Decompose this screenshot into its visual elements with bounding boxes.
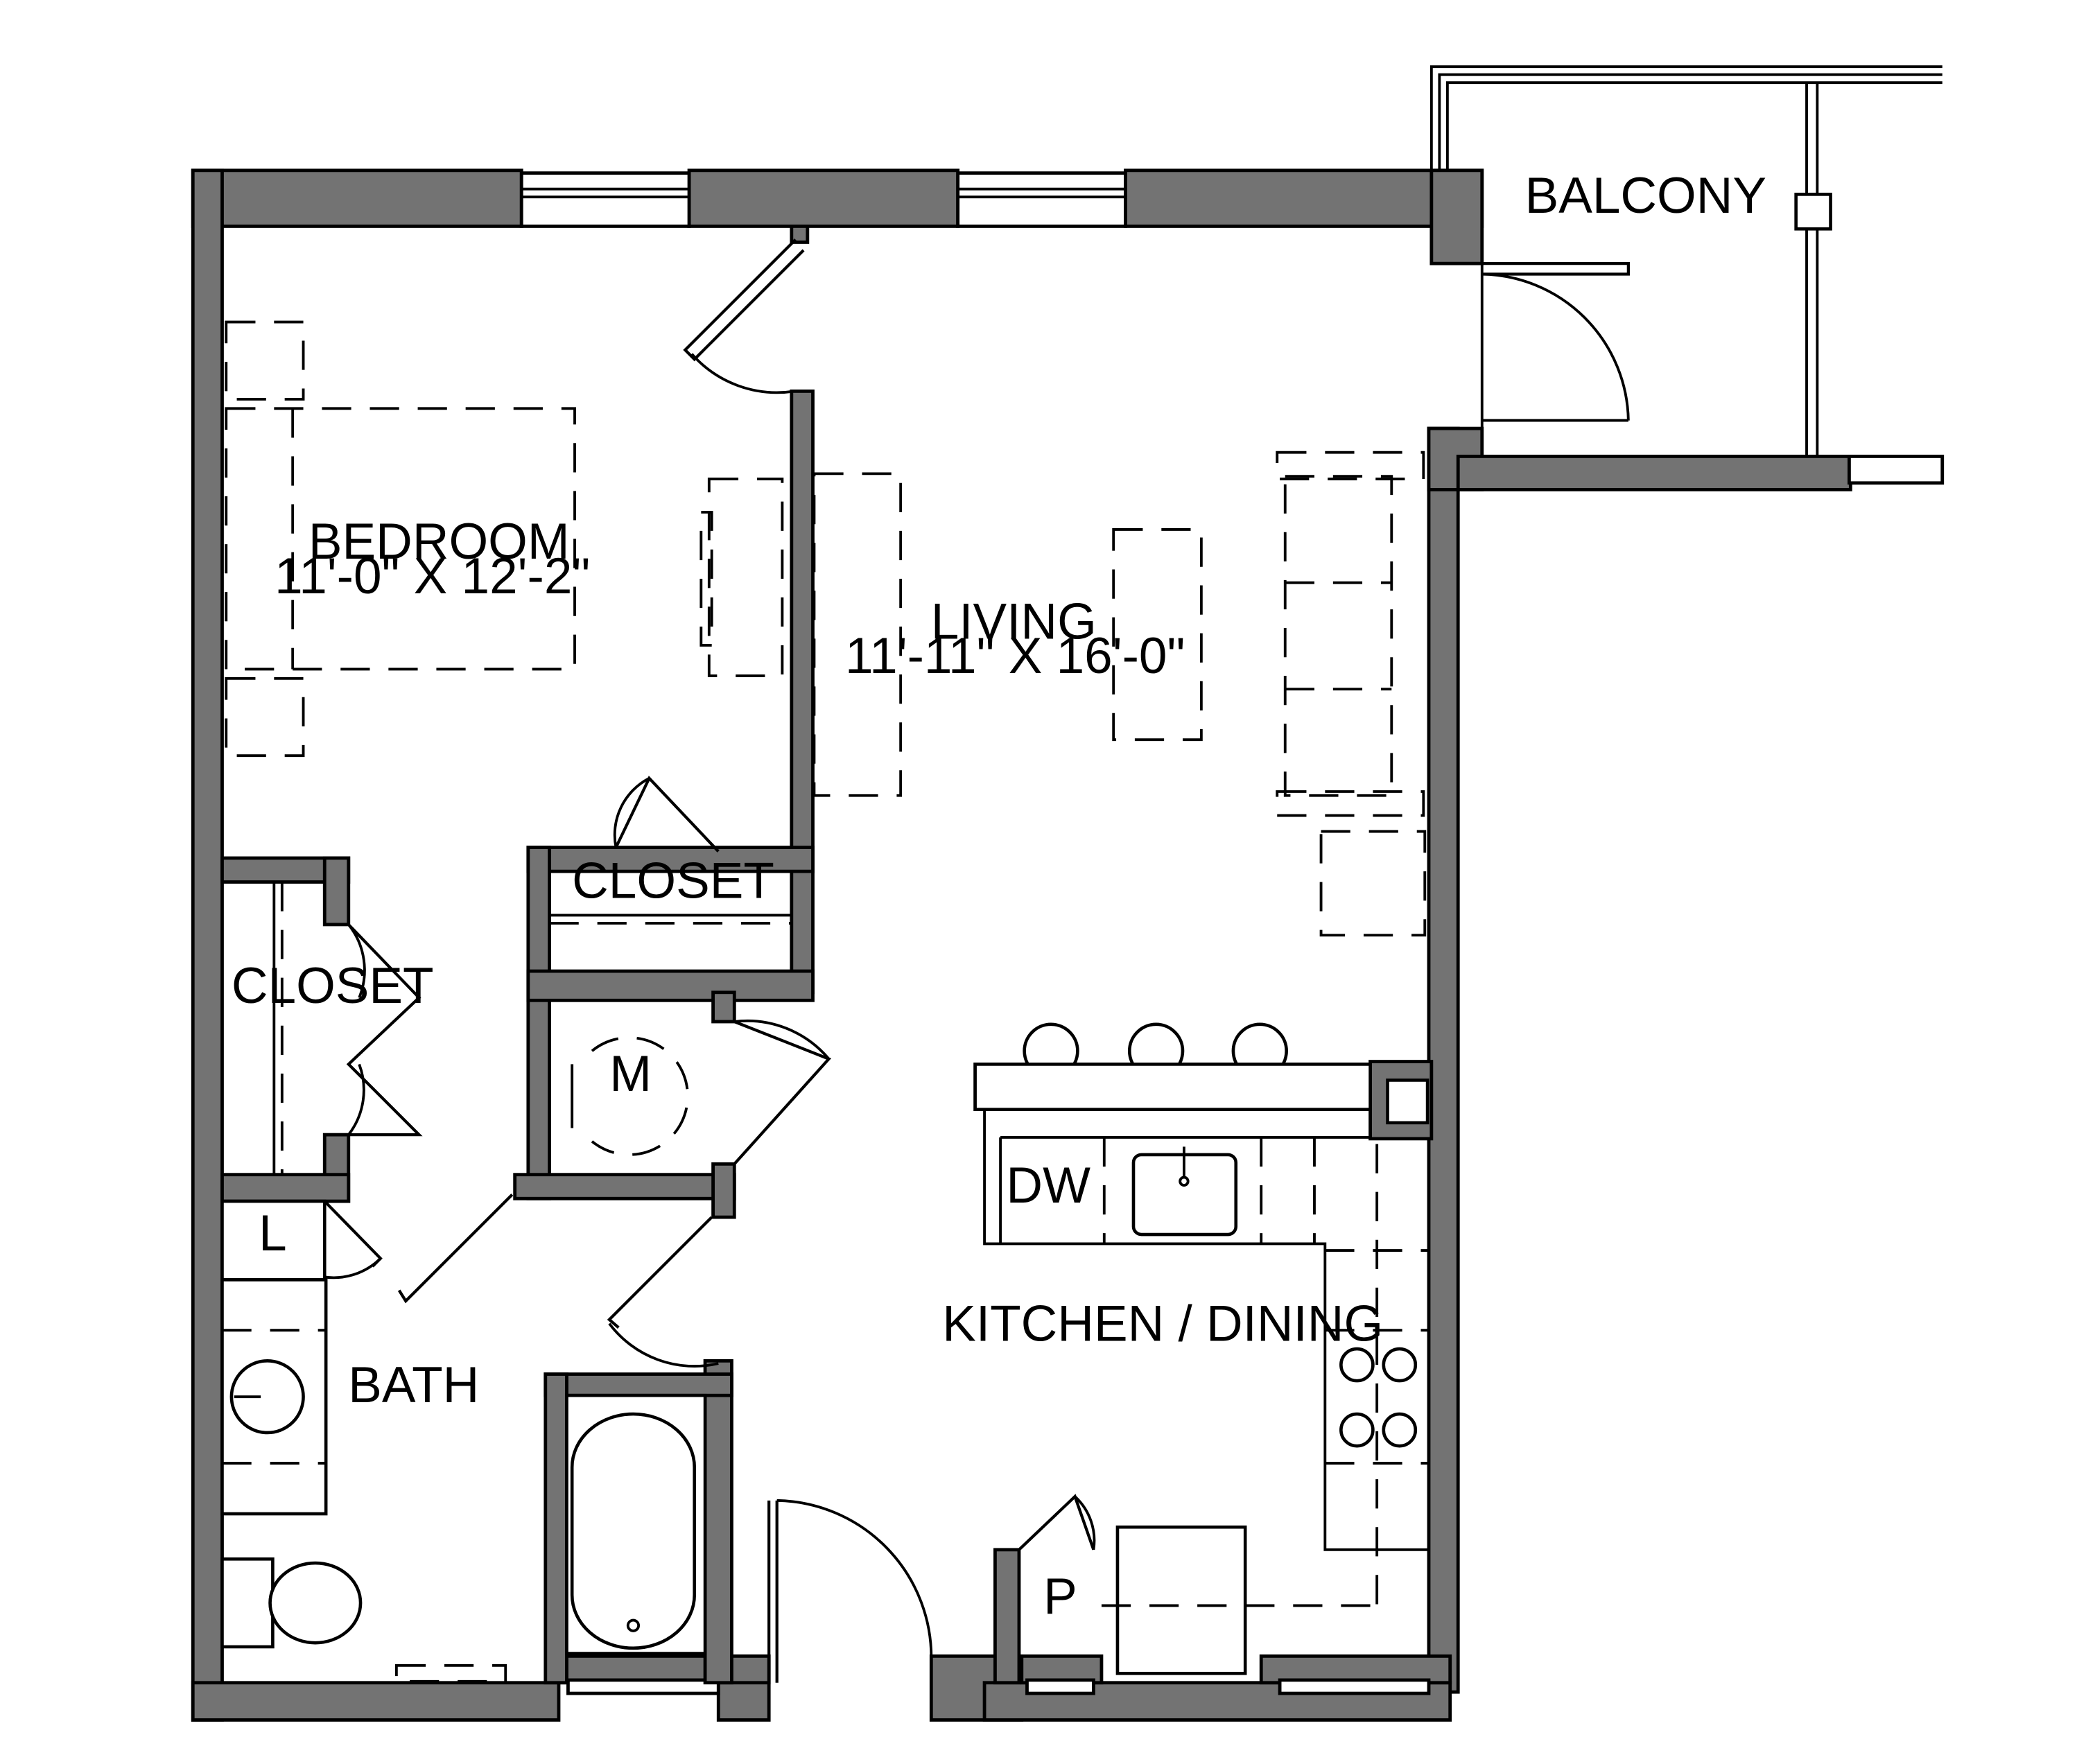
burner-4 <box>1382 1412 1418 1448</box>
linen-shelf <box>220 1199 327 1282</box>
wall-right-lower <box>1427 426 1460 1694</box>
wall-bath-tub-top <box>544 1372 733 1397</box>
refrigerator <box>1115 1525 1247 1675</box>
wall-bath-tub-left <box>544 1372 568 1685</box>
bath-name: BATH <box>348 1357 479 1413</box>
kitchen <box>973 1022 1430 1551</box>
toilet-tank <box>220 1557 275 1649</box>
bath-vent <box>394 1663 507 1683</box>
bedroom-dims: 11'-0" X 12'-2" <box>275 548 590 604</box>
wall-left <box>191 168 224 1722</box>
dresser <box>707 478 784 677</box>
nightstand-bottom <box>225 676 305 758</box>
wall-m-right-top <box>711 990 736 1024</box>
window-bath <box>566 1678 720 1695</box>
mechanical-name: M <box>609 1046 652 1102</box>
living-dims: 11'-11" X 16'-0" <box>845 628 1185 684</box>
wall-closet-left <box>526 846 551 1200</box>
wall-pantry-left <box>993 1548 1021 1685</box>
bed <box>225 407 576 671</box>
wall-top-left <box>191 168 523 228</box>
window-kitchen-a <box>1025 1678 1095 1695</box>
windows <box>519 171 1945 1695</box>
balcony-post <box>1794 193 1832 231</box>
linen-name: L <box>259 1205 287 1261</box>
exterior-walls <box>191 168 1852 1722</box>
wall-m-bottom <box>513 1173 736 1200</box>
wall-top-right <box>1124 168 1484 228</box>
toilet-bowl <box>268 1561 363 1645</box>
bedroom-closet-name: CLOSET <box>572 853 774 909</box>
wall-bed-living-stub <box>790 225 810 244</box>
wall-left-closet-stub-top <box>322 856 351 927</box>
burner-1 <box>1339 1347 1375 1383</box>
wall-bottom-left <box>191 1681 561 1722</box>
living-name: LIVING <box>931 593 1097 649</box>
balcony-rail-window <box>1848 455 1945 485</box>
wall-top-mid <box>687 168 960 228</box>
balcony-name: BALCONY <box>1525 168 1766 224</box>
coffee-table <box>1112 528 1203 742</box>
kitchen-name: KITCHEN / DINING <box>942 1296 1383 1352</box>
dishwasher-name: DW <box>1006 1158 1090 1214</box>
pantry-name: P <box>1043 1569 1077 1625</box>
wall-closet-bottom <box>526 969 815 1002</box>
window-kitchen-b <box>1278 1678 1431 1695</box>
wall-bottom-right-b <box>1259 1654 1452 1685</box>
window-living <box>956 171 1127 228</box>
left-closet-name: CLOSET <box>232 958 434 1014</box>
burner-3 <box>1339 1412 1375 1448</box>
room-labels: BEDROOM 11'-0" X 12'-2" LIVING 11'-11" X… <box>232 168 1766 1625</box>
doors <box>323 238 1630 1683</box>
furniture <box>225 320 1427 1675</box>
wall-m-right-bottom <box>711 1162 736 1219</box>
wall-bath-right-lower <box>703 1359 733 1685</box>
closet-shelves <box>272 882 792 1175</box>
bath-fixtures <box>220 1199 707 1683</box>
bath-sink <box>229 1359 305 1435</box>
mechanical-unit <box>571 1036 689 1156</box>
window-bedroom <box>519 171 691 228</box>
wall-corner-balcony <box>1429 168 1484 265</box>
media-console <box>812 472 903 797</box>
wall-left-closet-bottom <box>220 1173 351 1203</box>
burner-2 <box>1382 1347 1418 1383</box>
nightstand-top <box>225 320 305 401</box>
wall-balcony-ledge <box>1456 455 1852 491</box>
interior-walls <box>220 225 1434 1685</box>
balcony-railing <box>1429 65 1942 457</box>
bedroom-name: BEDROOM <box>308 514 570 570</box>
wall-bed-living <box>790 389 815 995</box>
armchair <box>1319 830 1427 937</box>
sofa <box>1283 475 1393 797</box>
kitchen-chase <box>1386 1079 1429 1125</box>
